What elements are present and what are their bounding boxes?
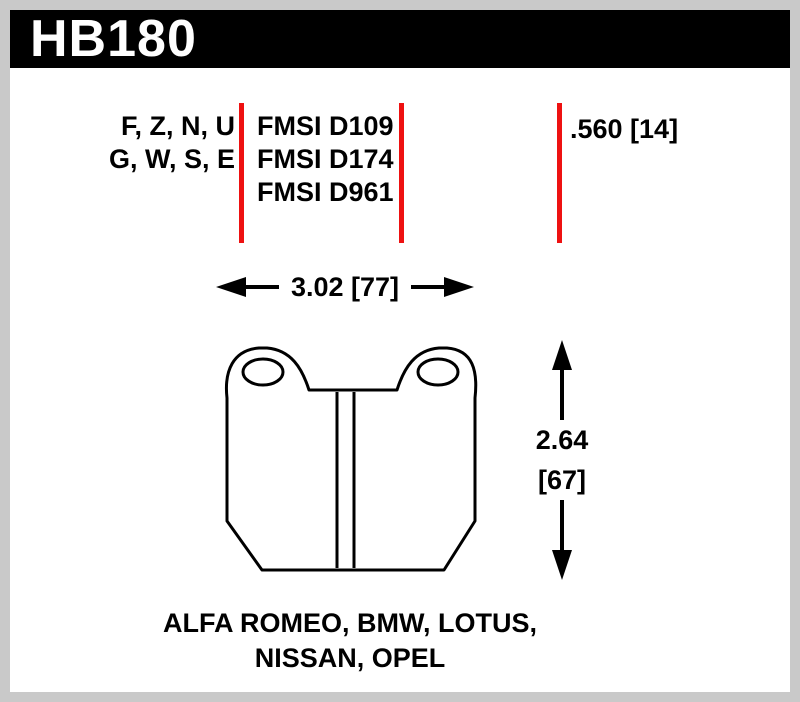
arrow-left-icon [216, 277, 246, 297]
dimension-line [246, 285, 279, 289]
height-dimension-inches: 2.64 [535, 425, 589, 455]
red-divider-line [399, 103, 404, 243]
pad-hole-left [241, 357, 285, 387]
pad-hole-right [416, 357, 460, 387]
sheet-body: HB180 F, Z, N, U G, W, S, E FMSI D109 FM… [10, 10, 790, 692]
dimension-line [411, 285, 445, 289]
height-dimension-mm: [67] [537, 465, 586, 495]
dimension-line [560, 370, 564, 420]
compound-codes-line2: G, W, S, E [108, 144, 235, 174]
compound-codes-line1: F, Z, N, U [121, 111, 235, 141]
arrow-right-icon [444, 277, 475, 297]
application-list: ALFA ROMEO, BMW, LOTUS, NISSAN, OPEL [100, 606, 600, 676]
red-divider-line [557, 103, 562, 243]
fmsi-number: FMSI D109 [257, 111, 394, 141]
fmsi-numbers: FMSI D109 FMSI D174 FMSI D961 [257, 110, 394, 209]
fmsi-number: FMSI D174 [257, 144, 394, 174]
width-dimension-label: 3.02 [77] [290, 271, 400, 302]
height-dimension: 2.64 [67] [522, 340, 602, 580]
pad-outline [224, 346, 478, 572]
arrow-down-icon [552, 550, 572, 580]
fmsi-number: FMSI D961 [257, 177, 394, 207]
part-number: HB180 [30, 10, 197, 68]
red-divider-line [239, 103, 244, 243]
brake-pad-drawing [224, 346, 478, 572]
arrow-up-icon [552, 340, 572, 370]
compound-codes: F, Z, N, U G, W, S, E [80, 110, 235, 176]
application-line: ALFA ROMEO, BMW, LOTUS, [163, 608, 537, 638]
width-dimension: 3.02 [77] [216, 272, 475, 302]
header-bar: HB180 [10, 10, 790, 68]
pad-thickness: .560 [14] [570, 114, 679, 144]
application-line: NISSAN, OPEL [254, 643, 446, 673]
dimension-line [560, 500, 564, 550]
